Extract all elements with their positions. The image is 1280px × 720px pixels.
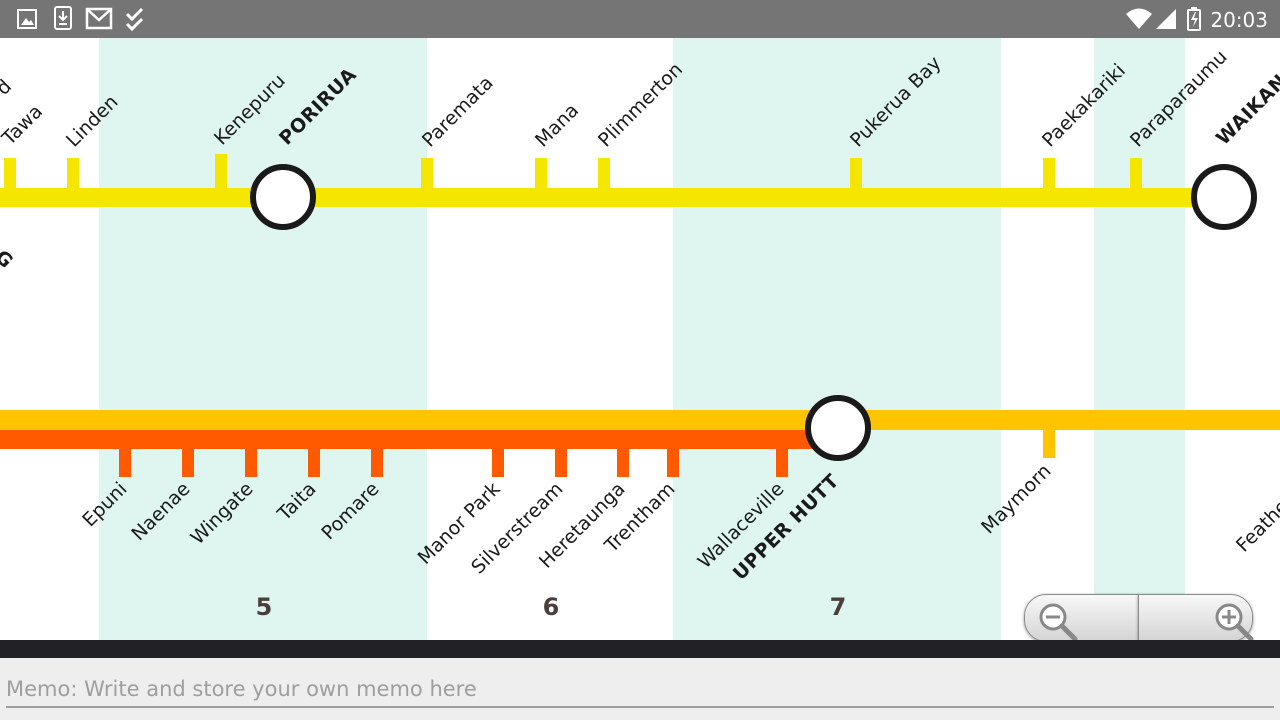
station-tick [67, 158, 79, 190]
station-mana[interactable]: Mana [531, 99, 583, 151]
station-tick [535, 158, 547, 190]
zone-band [99, 38, 427, 640]
map-bottom-bar [0, 640, 1280, 658]
wifi-icon [1126, 8, 1152, 29]
station-tick [308, 447, 320, 477]
station-tick [182, 447, 194, 477]
station-tick [1043, 158, 1055, 190]
zone-band [1094, 38, 1185, 640]
station-tick [371, 447, 383, 477]
station-tick [598, 158, 610, 190]
checklist-icon [125, 7, 144, 32]
battery-icon [1187, 7, 1201, 31]
zoom-in-button[interactable] [1138, 594, 1254, 642]
station-tick [4, 158, 16, 190]
gmail-icon [85, 7, 113, 30]
station-label-partial: d [0, 75, 16, 99]
zone-band [673, 38, 1001, 640]
zoom-out-icon [1039, 603, 1078, 641]
zone-label-6: 6 [543, 593, 560, 621]
station-tick [1043, 428, 1055, 458]
station-tick [555, 447, 567, 477]
station-tick [617, 447, 629, 477]
station-tick [215, 154, 227, 190]
hutt-station-ticks [119, 447, 788, 477]
signal-icon [1156, 9, 1176, 29]
image-icon [17, 9, 37, 29]
clock: 20:03 [1210, 8, 1268, 32]
memo-input[interactable] [6, 672, 1274, 708]
kapiti-line [0, 188, 1225, 207]
station-tawa[interactable]: Tawa [0, 101, 47, 151]
kapiti-station-ticks [4, 154, 1142, 190]
station-tick [776, 447, 788, 477]
zone-label-5: 5 [256, 593, 273, 621]
hutt-valley-line [0, 430, 838, 449]
zoom-in-icon [1215, 603, 1254, 641]
zone-label-7: 7 [830, 593, 847, 621]
wairarapa-line [0, 410, 1280, 430]
download-icon [54, 6, 72, 30]
memo-area [0, 658, 1280, 720]
station-tick [850, 158, 862, 190]
station-tick [119, 447, 131, 477]
interchange-waikanae[interactable] [1191, 164, 1257, 230]
station-paremata[interactable]: Paremata [418, 72, 498, 152]
station-tick [667, 447, 679, 477]
station-label-partial: G [0, 246, 17, 273]
station-featherston[interactable]: Featherston [1232, 461, 1280, 557]
station-tick [245, 447, 257, 477]
station-tick [1130, 158, 1142, 190]
station-tick [421, 158, 433, 190]
interchange-porirua[interactable] [250, 164, 316, 230]
zoom-out-button[interactable] [1024, 594, 1139, 642]
interchange-upper-hutt[interactable] [805, 395, 871, 461]
status-bar: 20:03 [0, 0, 1280, 38]
rail-map[interactable]: d Tawa Linden Kenepuru PORIRUA Paremata … [0, 38, 1280, 640]
zoom-controls [1024, 594, 1254, 642]
station-tick [492, 447, 504, 477]
rail-map-canvas[interactable]: d Tawa Linden Kenepuru PORIRUA Paremata … [0, 38, 1280, 640]
